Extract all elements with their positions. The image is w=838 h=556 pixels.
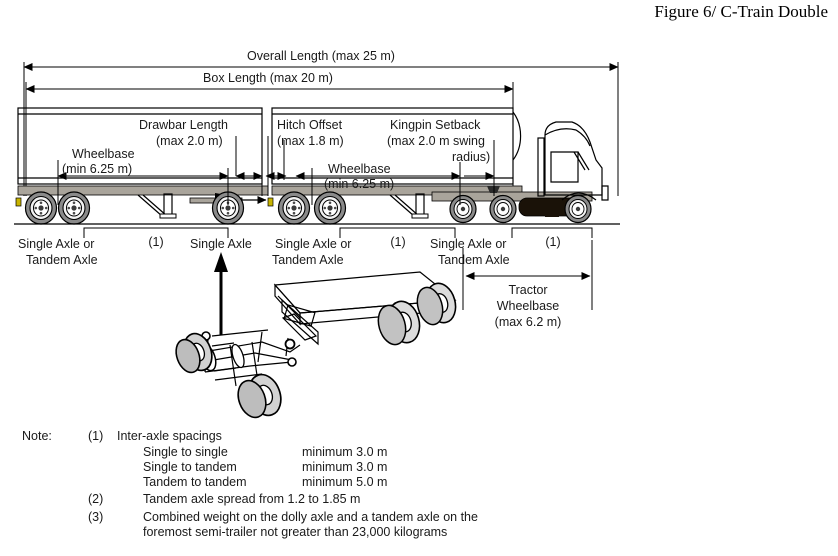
front-wheelbase-label-line2: (min 6.25 m) <box>324 177 394 191</box>
box-length-dimension: Box Length (max 20 m) <box>25 71 514 196</box>
spacing-mark-3: (1) <box>545 235 560 249</box>
rear-trailer-axle-label: Single Axle or Tandem Axle <box>18 237 98 267</box>
note-2-num: (2) <box>88 492 103 506</box>
spacing-bracket-1: (1) <box>83 227 229 249</box>
illustration-c-dolly <box>175 329 301 419</box>
tractor-axle-line2: Tandem Axle <box>438 253 510 267</box>
kingpin-setback-label-line1: Kingpin Setback <box>390 118 481 132</box>
tractor-steer-wheel <box>564 194 592 224</box>
notes-section: Note: (1) Inter-axle spacings Single to … <box>22 429 478 539</box>
rear-wheelbase-label-line2: (min 6.25 m) <box>62 162 132 176</box>
front-wheelbase-dimension: Wheelbase (min 6.25 m) <box>295 162 461 205</box>
drawbar-length-dimension: Drawbar Length (max 2.0 m) <box>139 118 263 196</box>
note-2-text: Tandem axle spread from 1.2 to 1.85 m <box>143 492 360 506</box>
overall-length-label: Overall Length (max 25 m) <box>247 49 395 63</box>
drawbar-length-label-line2: (max 2.0 m) <box>156 134 223 148</box>
rear-trailer-landing-gear <box>137 193 177 219</box>
spacing-bracket-2: (1) <box>339 227 456 249</box>
note-1-row-1-value: minimum 3.0 m <box>302 445 387 459</box>
figure-title: Figure 6/ C-Train Double <box>654 2 828 21</box>
front-trailer-axle-label: Single Axle or Tandem Axle <box>272 237 351 267</box>
perspective-illustration <box>175 271 457 419</box>
kingpin-setback-label-line2: (max 2.0 m swing <box>387 134 485 148</box>
dolly-axle-line1: Single Axle <box>190 237 252 251</box>
spacing-mark-2: (1) <box>390 235 405 249</box>
notes-heading: Note: <box>22 429 52 443</box>
note-3-text: Combined weight on the dolly axle and a … <box>143 510 478 524</box>
rear-wheelbase-dimension: Wheelbase (min 6.25 m) <box>57 147 229 205</box>
note-1-row-1-label: Single to single <box>143 445 228 459</box>
spacing-mark-1: (1) <box>148 235 163 249</box>
front-trailer-landing-gear <box>389 193 429 219</box>
note-1-row-3-value: minimum 5.0 m <box>302 475 387 489</box>
overall-length-dimension: Overall Length (max 25 m) <box>23 49 619 196</box>
tractor-axle-label: Single Axle or Tandem Axle <box>430 237 510 267</box>
note-1-row-2-label: Single to tandem <box>143 460 237 474</box>
note-1-num: (1) <box>88 429 103 443</box>
note-1-row-3-label: Tandem to tandem <box>143 475 247 489</box>
dolly-callout-arrow <box>214 252 228 335</box>
note-3-num: (3) <box>88 510 103 524</box>
hitch-offset-dimension: Hitch Offset (max 1.8 m) <box>265 118 344 196</box>
hitch-offset-label-line2: (max 1.8 m) <box>277 134 344 148</box>
illustration-trailer-wheels <box>377 282 457 346</box>
tractor-wheelbase-line2: Wheelbase <box>497 299 560 313</box>
front-axle-line2: Tandem Axle <box>272 253 344 267</box>
rear-axle-line2: Tandem Axle <box>26 253 98 267</box>
note-3-text-line2: foremost semi-trailer not greater than 2… <box>143 525 447 539</box>
kingpin-setback-label-line3: radius) <box>452 150 490 164</box>
spacing-bracket-3: (1) <box>511 227 593 249</box>
rear-axle-line1: Single Axle or <box>18 237 94 251</box>
front-axle-line1: Single Axle or <box>275 237 351 251</box>
tractor-wheelbase-line3: (max 6.2 m) <box>495 315 562 329</box>
note-1-row-2-value: minimum 3.0 m <box>302 460 387 474</box>
tractor-axle-line1: Single Axle or <box>430 237 506 251</box>
box-length-label: Box Length (max 20 m) <box>203 71 333 85</box>
front-wheelbase-label-line1: Wheelbase <box>328 162 391 176</box>
kingpin-setback-dimension: Kingpin Setback (max 2.0 m swing radius) <box>387 118 495 196</box>
drawbar-length-label-line1: Drawbar Length <box>139 118 228 132</box>
tractor-wheelbase-dimension: Tractor Wheelbase (max 6.2 m) <box>462 240 593 329</box>
dolly-axle-label: Single Axle <box>190 237 252 251</box>
tractor-wheelbase-line1: Tractor <box>508 283 547 297</box>
rear-wheelbase-label-line1: Wheelbase <box>72 147 135 161</box>
note-1-title: Inter-axle spacings <box>117 429 222 443</box>
hitch-offset-label-line1: Hitch Offset <box>277 118 343 132</box>
